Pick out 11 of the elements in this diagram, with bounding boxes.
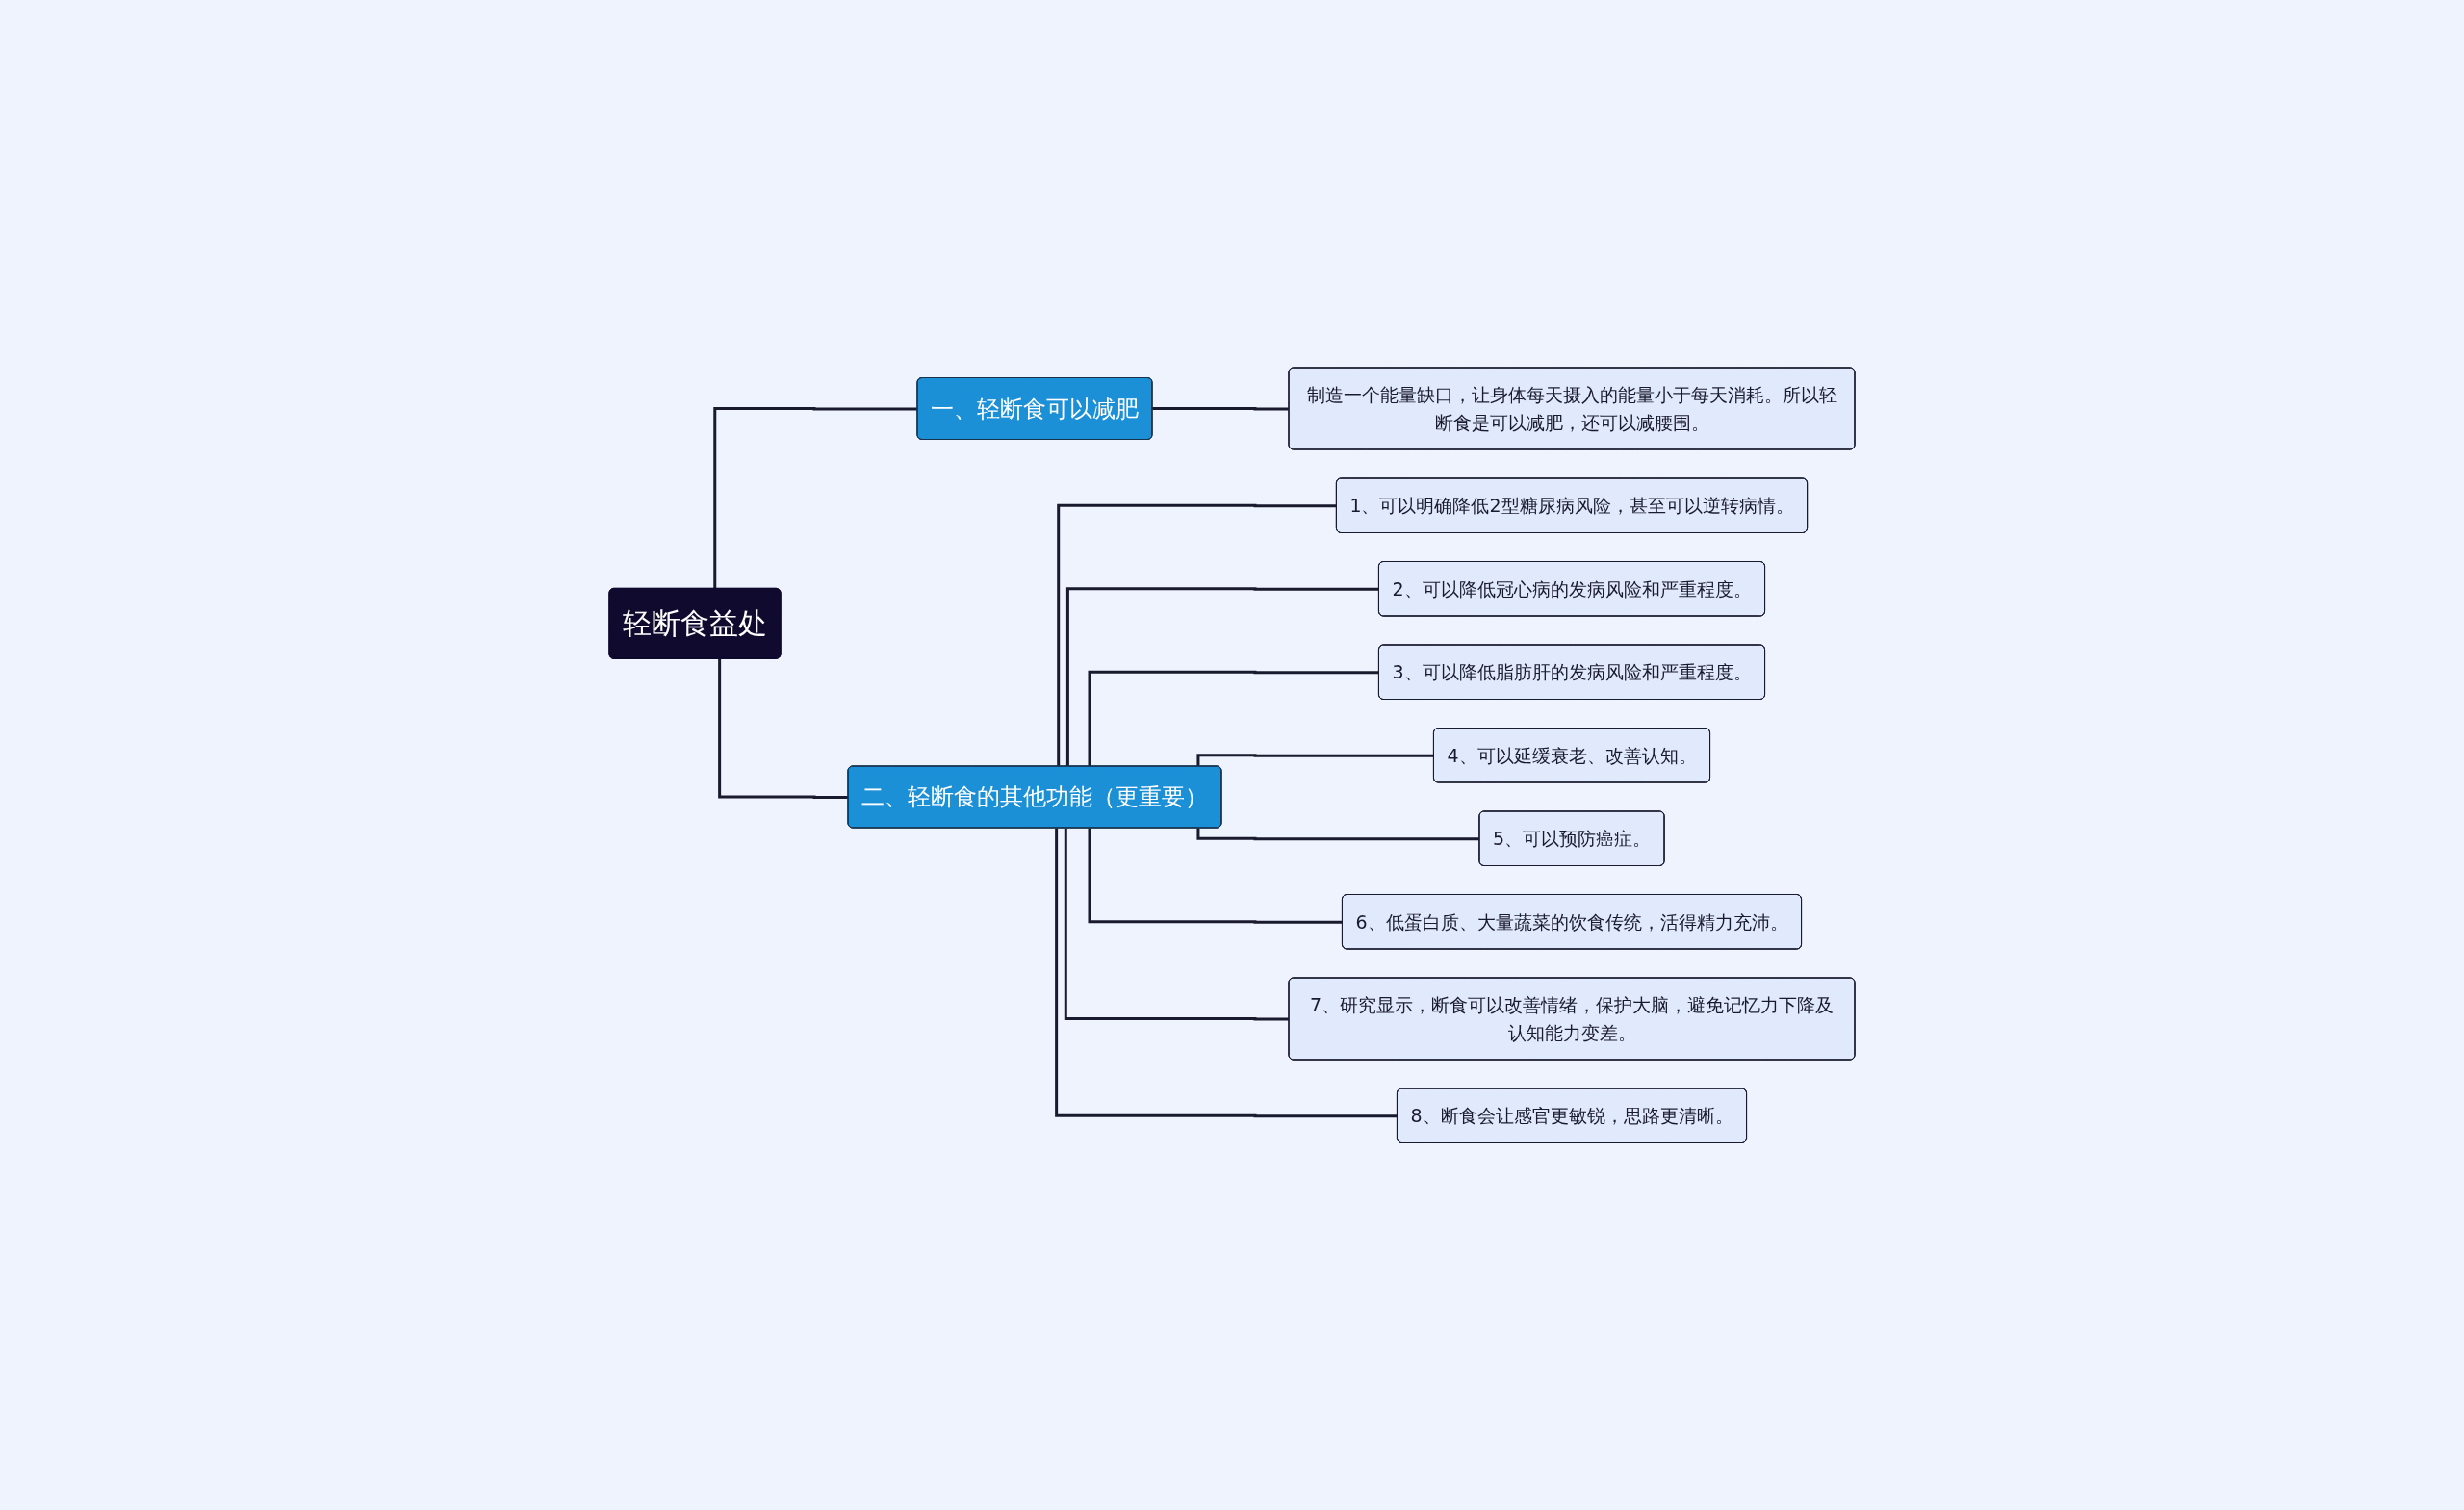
- connector: [1064, 828, 1290, 1021]
- connector: [1057, 503, 1337, 767]
- connector: [1196, 828, 1480, 840]
- connector: [1196, 754, 1434, 767]
- connector: [1055, 828, 1398, 1117]
- connector: [1151, 406, 1290, 411]
- connector: [718, 658, 849, 799]
- connector: [1088, 828, 1343, 924]
- connector: [1088, 670, 1379, 767]
- connector: [713, 406, 918, 589]
- connector: [1065, 587, 1379, 767]
